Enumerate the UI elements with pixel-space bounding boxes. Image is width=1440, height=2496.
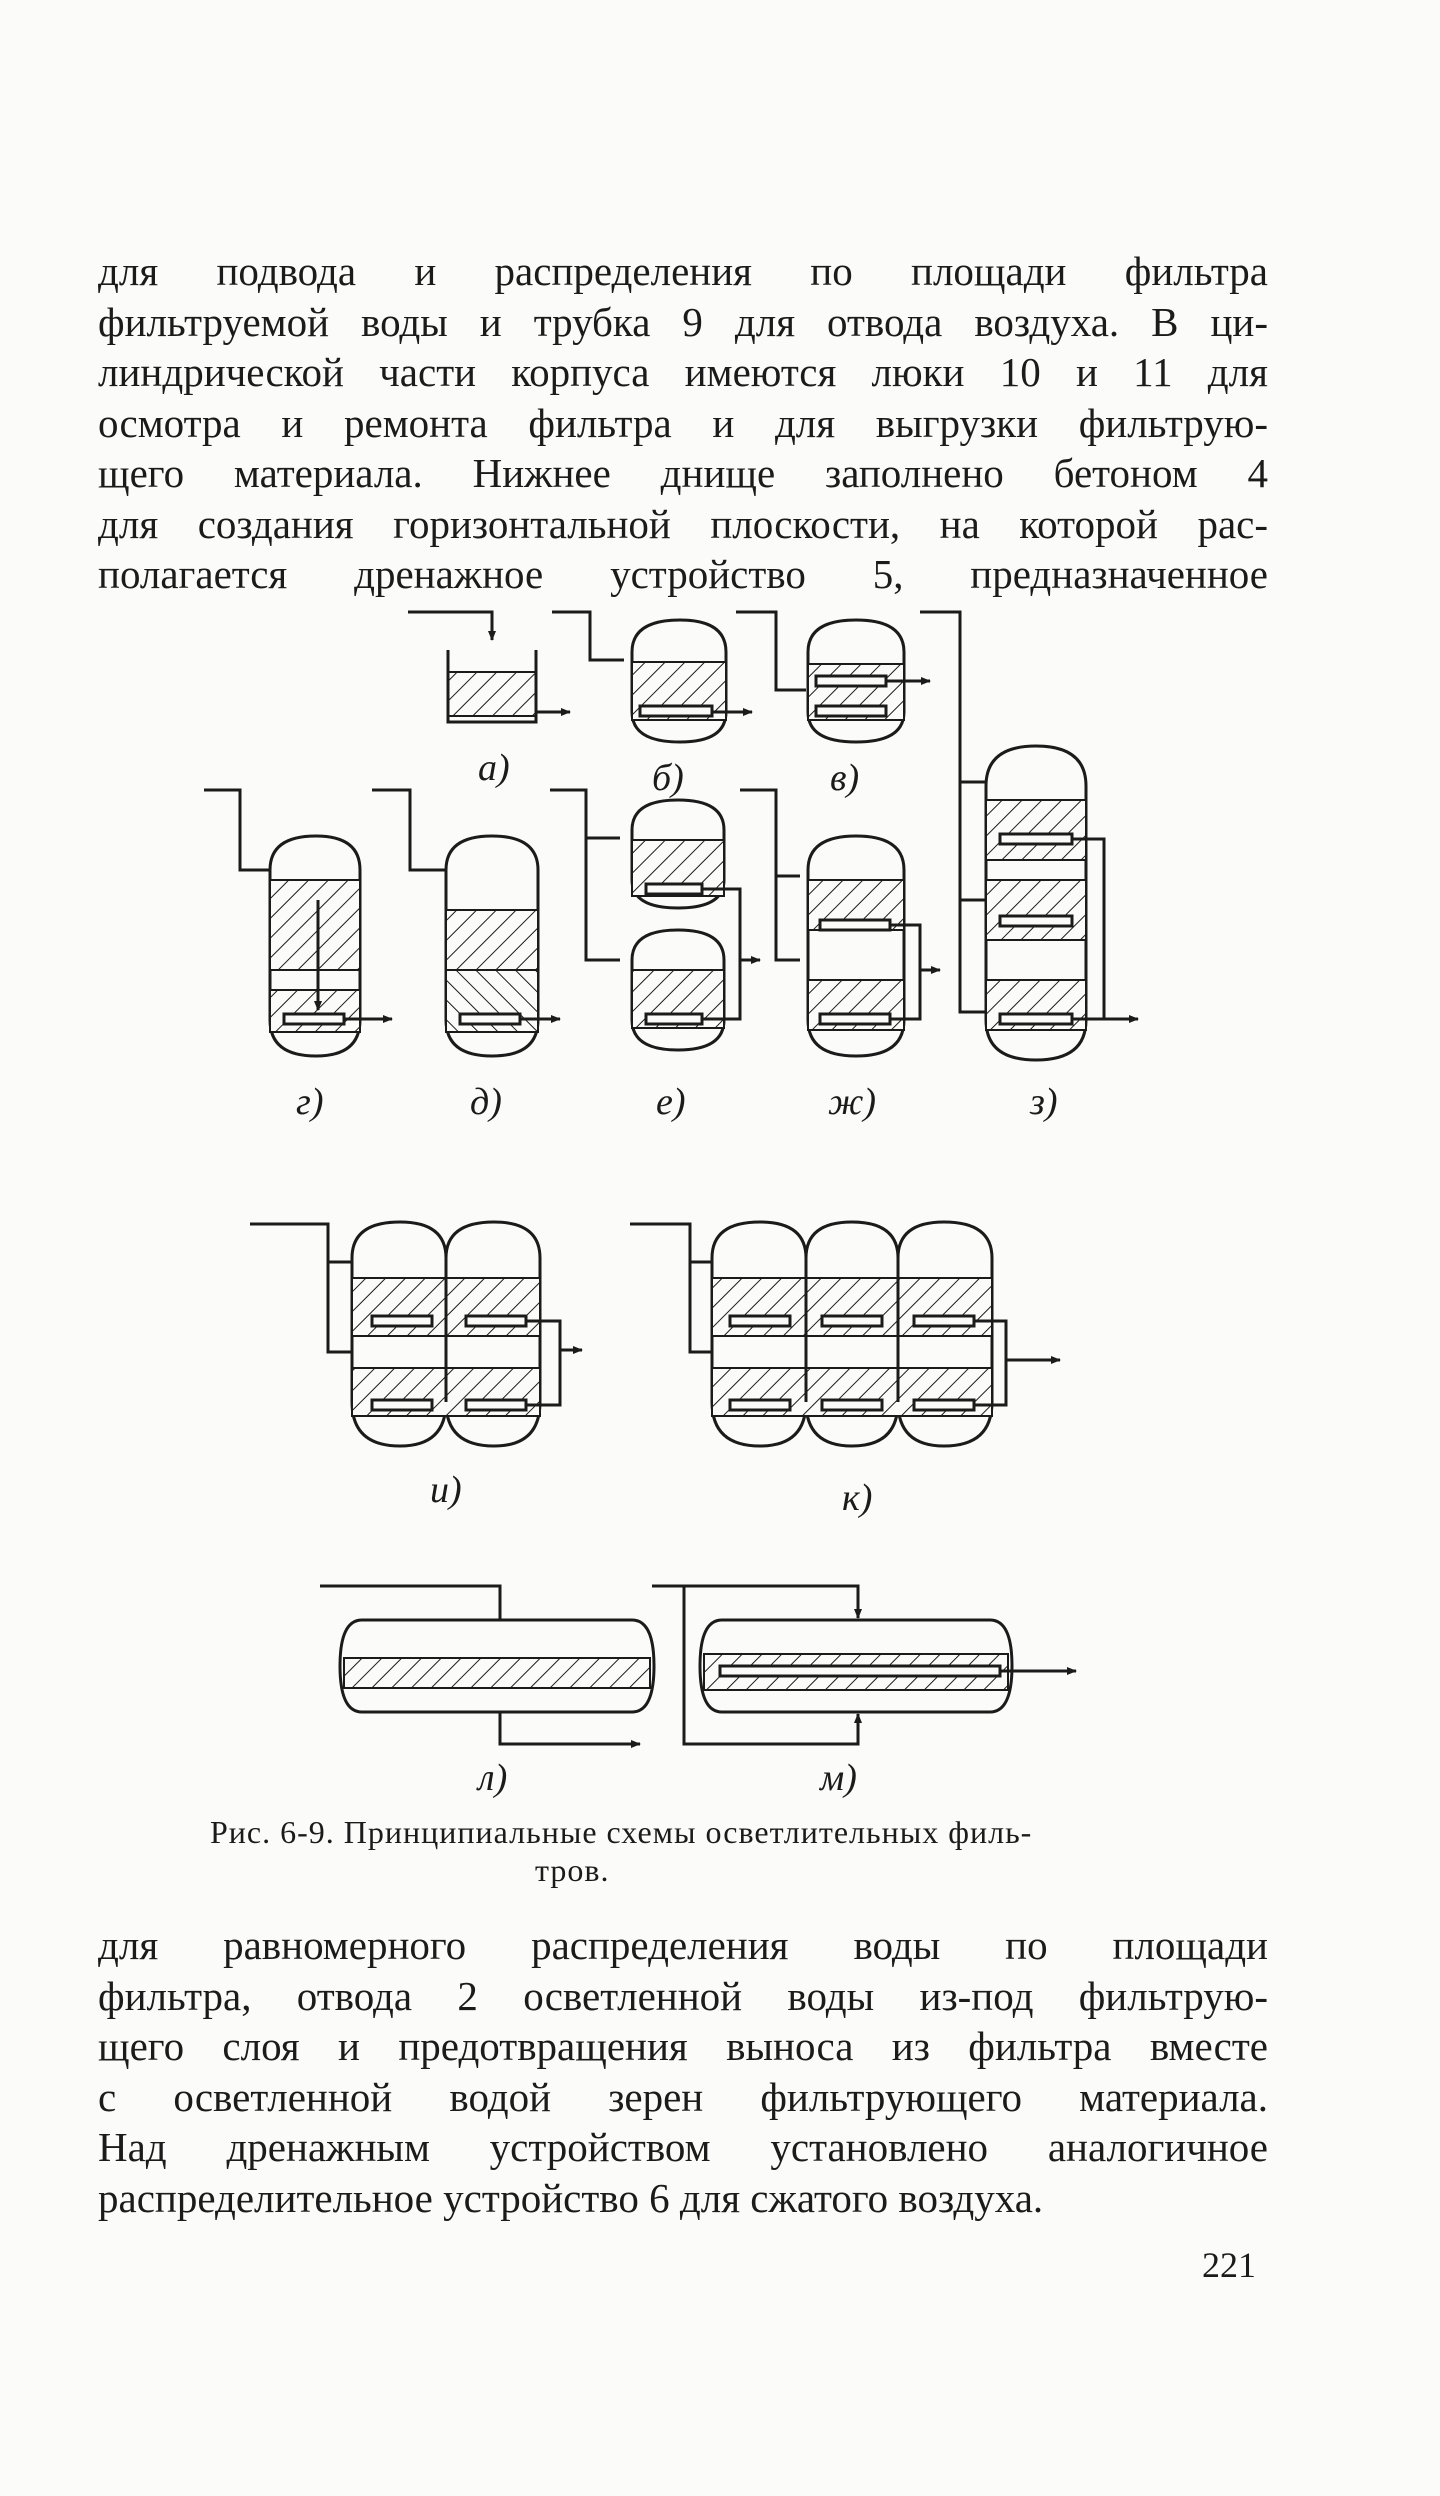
scheme-m (652, 1584, 1077, 1746)
text-line: Над дренажным устройством установлено ан… (98, 2124, 1268, 2170)
scheme-z (920, 610, 1138, 1062)
scheme-zh (740, 788, 940, 1058)
scheme-g (204, 788, 393, 1058)
scheme-v (736, 610, 931, 744)
text-line: линдрической части корпуса имеются люки … (98, 349, 1268, 395)
scheme-d (372, 788, 561, 1058)
text-line: распределительное устройство 6 для сжато… (98, 2174, 1044, 2221)
scheme-a (408, 610, 571, 724)
text-line: щего слоя и предотвращения выноса из фил… (98, 2023, 1268, 2069)
paragraph-top: для подвода и распределения по площади ф… (98, 246, 1268, 600)
text-line: щего материала. Нижнее днище заполнено б… (98, 450, 1268, 496)
label-zh: ж) (828, 1081, 876, 1123)
text-line: осмотра и ремонта фильтра и для выгрузки… (98, 399, 1268, 446)
scheme-i (250, 1220, 582, 1448)
figure-caption: Рис. 6-9. Принципиальные схемы осветлите… (210, 1813, 1210, 1889)
label-b: б) (652, 757, 684, 799)
page-number: 221 (1202, 2245, 1256, 2285)
label-e: е) (656, 1081, 686, 1123)
text-line: полагается дренажное устройство 5, предн… (98, 551, 1268, 597)
label-m: м) (818, 1757, 857, 1799)
scheme-b (552, 610, 753, 744)
label-a: а) (478, 747, 510, 789)
label-g: г) (296, 1081, 323, 1123)
label-l: л) (476, 1757, 507, 1799)
text-line: для создания горизонтальной плоскости, н… (98, 500, 1268, 547)
filter-schemes-figure: а) б) в) г) д) е) ж) з) и) к) л) м) (204, 610, 1440, 1799)
label-v: в) (830, 757, 859, 799)
text-line: фильтра, отвода 2 осветленной воды из-по… (98, 1972, 1268, 2019)
caption-line-1: Рис. 6-9. Принципиальные схемы осветлите… (210, 1814, 1033, 1850)
label-z: з) (1029, 1081, 1057, 1123)
text-line: с осветленной водой зерен фильтрующего м… (98, 2073, 1268, 2120)
text-line: для подвода и распределения по площади ф… (98, 248, 1268, 294)
text-line: для равномерного распределения воды по п… (98, 1922, 1268, 1968)
label-i: и) (430, 1469, 462, 1511)
caption-line-2: тров. (535, 1852, 610, 1888)
label-k: к) (842, 1477, 872, 1519)
scheme-e (550, 788, 760, 1052)
scheme-k (630, 1220, 1060, 1448)
scheme-l (320, 1584, 656, 1748)
text-line: фильтруемой воды и трубка 9 для отвода в… (98, 298, 1268, 345)
label-d: д) (470, 1081, 502, 1123)
paragraph-bottom: для равномерного распределения воды по п… (98, 1920, 1268, 2223)
